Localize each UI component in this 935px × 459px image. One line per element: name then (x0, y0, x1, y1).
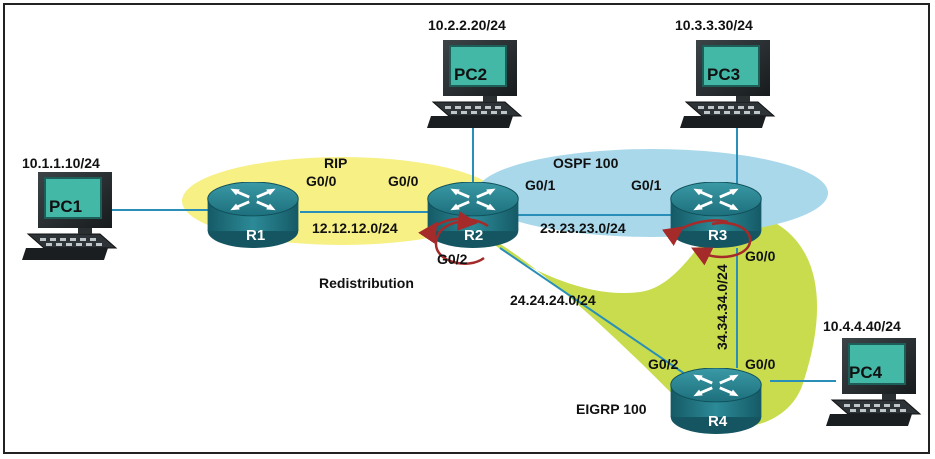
r4-g00-label: G0/0 (745, 356, 776, 372)
router-r1-label: R1 (246, 227, 265, 244)
link-r2-r4 (499, 247, 686, 375)
diagram-frame (3, 3, 930, 454)
pc3[interactable]: PC3 (679, 40, 775, 129)
pc1-ip: 10.1.1.10/24 (22, 155, 100, 171)
r3-g00-label: G0/0 (745, 248, 776, 264)
network-r2-r4: 24.24.24.0/24 (510, 292, 596, 308)
pc3-label: PC3 (707, 65, 740, 84)
r2-g00-label: G0/0 (388, 173, 419, 189)
network-r2-r3: 23.23.23.0/24 (540, 220, 626, 236)
pc1[interactable]: PC1 (21, 172, 117, 261)
router-r2-label: R2 (464, 227, 483, 244)
r2-g02-label: G0/2 (437, 251, 468, 267)
router-r1[interactable]: R1 (207, 182, 299, 248)
ospf-domain (476, 149, 828, 237)
router-r4[interactable]: R4 (670, 368, 762, 434)
router-r4-label: R4 (708, 413, 728, 430)
router-r3-label: R3 (708, 227, 727, 244)
r1-g00-label: G0/0 (306, 173, 337, 189)
pc2-ip: 10.2.2.20/24 (428, 17, 506, 33)
ospf-label: OSPF 100 (553, 155, 619, 171)
r4-g02-label: G0/2 (648, 356, 679, 372)
router-r2[interactable]: R2 (427, 182, 519, 248)
network-r1-r2: 12.12.12.0/24 (312, 220, 398, 236)
pc1-label: PC1 (49, 197, 82, 216)
pc4[interactable]: PC4 (825, 338, 921, 427)
router-r3[interactable]: R3 (670, 182, 762, 248)
eigrp-label: EIGRP 100 (576, 401, 647, 417)
pc2-label: PC2 (454, 65, 487, 84)
redistribution-label: Redistribution (319, 275, 414, 291)
pc4-label: PC4 (849, 363, 883, 382)
redistribution-arrow-r3-left (662, 219, 729, 246)
r3-g01-label: G0/1 (631, 177, 662, 193)
pc3-ip: 10.3.3.30/24 (675, 17, 753, 33)
r2-g01-label: G0/1 (525, 177, 556, 193)
pc2[interactable]: PC2 (426, 40, 522, 129)
redistribution-arrow-r2-right (418, 217, 489, 244)
redistribution-arrow-r2 (434, 210, 485, 265)
network-r3-r4: 34.34.34.0/24 (714, 264, 730, 350)
redistribution-arrow-r3 (691, 221, 752, 266)
eigrp-domain (478, 211, 818, 428)
pc4-ip: 10.4.4.40/24 (823, 318, 901, 334)
rip-label: RIP (324, 155, 347, 171)
